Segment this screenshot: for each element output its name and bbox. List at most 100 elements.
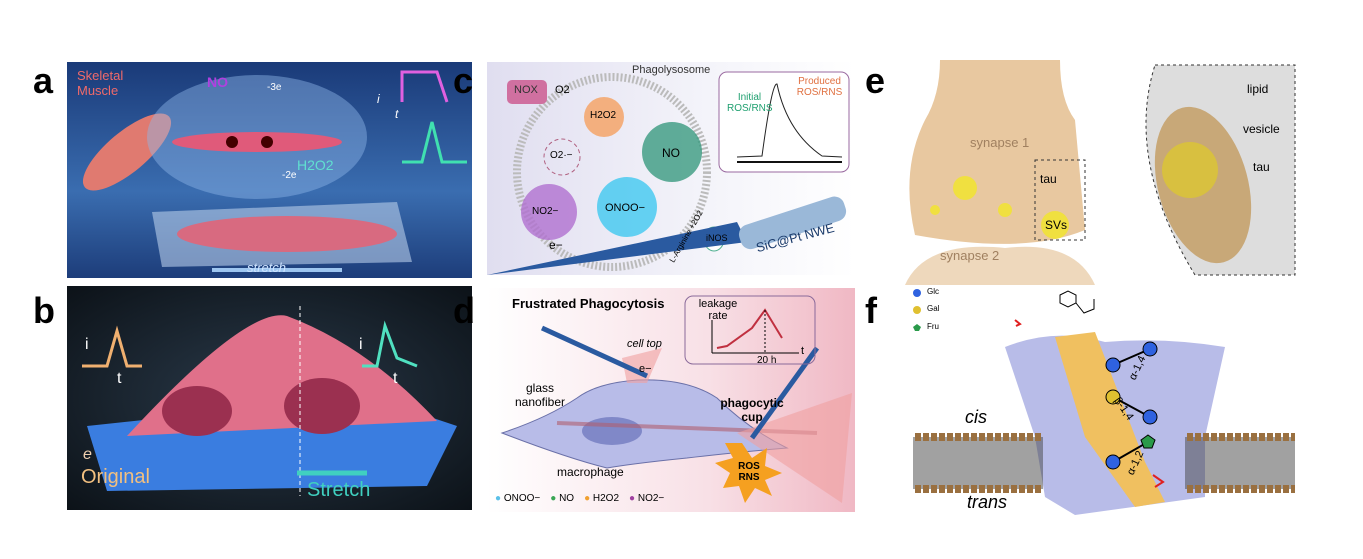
electrode-cup	[749, 346, 820, 440]
electron-label: e−	[639, 363, 652, 375]
trans-label: trans	[967, 492, 1008, 512]
axis-i-2: i	[359, 336, 363, 353]
current-trace-icon	[400, 70, 449, 103]
stretch-label: Stretch	[307, 479, 371, 501]
zoom-box	[1034, 159, 1086, 241]
superoxide-label: O2·−	[550, 150, 573, 161]
panel-b-stretch-cell: Original Stretch i t i t e	[67, 286, 472, 510]
legend-h2o2: ● H2O2	[584, 493, 620, 504]
ros-rns-label: ROS RNS	[738, 461, 760, 483]
original-label: Original	[81, 466, 150, 488]
no-label: NO	[207, 74, 228, 90]
membrane-right	[1185, 437, 1295, 489]
cell-top-cone	[622, 348, 662, 383]
legend: ● ONOO− ● NO ● H2O2 ● NO2−	[495, 493, 664, 504]
substrate-channel	[1055, 332, 1165, 507]
muscle-cell	[172, 132, 342, 152]
tau-label: tau	[1040, 172, 1057, 186]
leakage-rate-line	[716, 308, 783, 349]
nox-box	[507, 80, 547, 104]
fructose-icon	[1140, 434, 1156, 449]
inset-ylabel: leakage rate	[698, 298, 738, 322]
axis-t: t	[117, 370, 122, 387]
panel-f-illustration	[913, 289, 1295, 515]
panel-c-phagolysosome: Phagolysosome NOX O2 H2O2 O2·− NO ONOO− …	[487, 62, 855, 275]
electron-label: e	[83, 446, 92, 463]
ros-rns-star	[715, 443, 782, 503]
vesicle-label: vesicle	[1243, 122, 1280, 136]
current-trace-stretch	[362, 320, 418, 368]
panel-d-illustration	[500, 295, 852, 503]
no-label: NO	[662, 146, 680, 160]
svs-label: SVs	[1045, 218, 1068, 232]
macrophage-nucleus	[582, 417, 642, 445]
membrane-left	[913, 437, 1043, 489]
inset-initial-label: Initial ROS/RNS	[727, 92, 773, 114]
electron-3e-label: -3e	[267, 82, 282, 93]
inset-box	[718, 71, 850, 173]
h2o2-label: H2O2	[297, 157, 334, 173]
inset-peak	[736, 83, 843, 158]
synapse-2-label: synapse 2	[940, 248, 1000, 263]
legend-gal: Gal	[927, 304, 940, 313]
synapse-1-label: synapse 1	[970, 135, 1030, 150]
svs-circle	[1041, 211, 1069, 239]
no2-circle	[521, 184, 577, 240]
panel-b-illustration	[82, 306, 457, 496]
phagocytic-cup-cone	[737, 393, 852, 503]
panel-label-f: f	[865, 290, 877, 331]
onoo-circle	[597, 177, 657, 237]
axis-i: i	[377, 92, 380, 106]
nanowire	[487, 222, 747, 275]
panel-a-illustration	[82, 70, 467, 272]
panel-label-c: c	[453, 60, 474, 101]
axis-t: t	[395, 107, 399, 121]
inset-tick-20h: 20 h	[757, 355, 777, 366]
chemical-structure	[1059, 290, 1095, 314]
boronic-probe-icon	[1152, 474, 1165, 488]
synaptic-vesicle	[953, 176, 977, 200]
cis-label: cis	[965, 407, 987, 427]
panel-c-illustration	[487, 71, 850, 275]
synapse-1	[909, 60, 1085, 244]
electron-label: e−	[549, 238, 563, 252]
synapse-2	[905, 246, 1095, 285]
electron-2e-label: -2e	[282, 170, 297, 181]
onoo-label: ONOO−	[605, 202, 646, 214]
phagocytic-cup-label: phagocytic cup	[720, 396, 784, 424]
panel-label-b: b	[33, 290, 55, 331]
vesicle-zoom	[1162, 142, 1218, 198]
panel-label-a: a	[33, 60, 54, 101]
inset-xlabel: t	[801, 345, 805, 357]
macrophage-label: macrophage	[557, 465, 624, 479]
inset-box	[684, 295, 816, 365]
no-circle	[642, 122, 702, 182]
muscle-fiber-icon	[82, 113, 172, 191]
glass-nanofiber-label: glass nanofiber	[514, 381, 566, 409]
panel-label-e: e	[865, 60, 886, 101]
phagolysosome-label: Phagolysosome	[632, 64, 711, 76]
nucleus	[162, 386, 232, 436]
inos-label: iNOS	[706, 233, 728, 243]
legend-no: ● NO	[550, 493, 575, 504]
cell-top-label: cell top	[627, 338, 662, 350]
phagolysosome-membrane	[513, 73, 711, 271]
axis-i: i	[85, 336, 89, 353]
nox-label: NOX	[514, 84, 538, 96]
stretch-label: stretch	[247, 260, 287, 275]
current-trace-icon-2	[402, 121, 467, 164]
h2o2-circle	[584, 97, 624, 137]
inset-produced-label: Produced ROS/RNS	[796, 76, 843, 98]
h2o2-label: H2O2	[590, 110, 617, 121]
cell-on-substrate	[177, 216, 397, 252]
panel-label-d: d	[453, 290, 475, 331]
o2-label: O2	[555, 84, 570, 96]
tau-zoom-label: tau	[1253, 160, 1270, 174]
lipid-label: lipid	[1247, 82, 1269, 96]
electrode-top	[540, 325, 649, 379]
legend-fru: Fru	[927, 322, 939, 331]
legend-no2: ● NO2−	[629, 493, 665, 504]
panel-d-frustrated-phagocytosis: Frustrated Phagocytosis leakage rate t 2…	[487, 288, 855, 512]
skeletal-muscle-label: Skeletal Muscle	[77, 68, 124, 98]
